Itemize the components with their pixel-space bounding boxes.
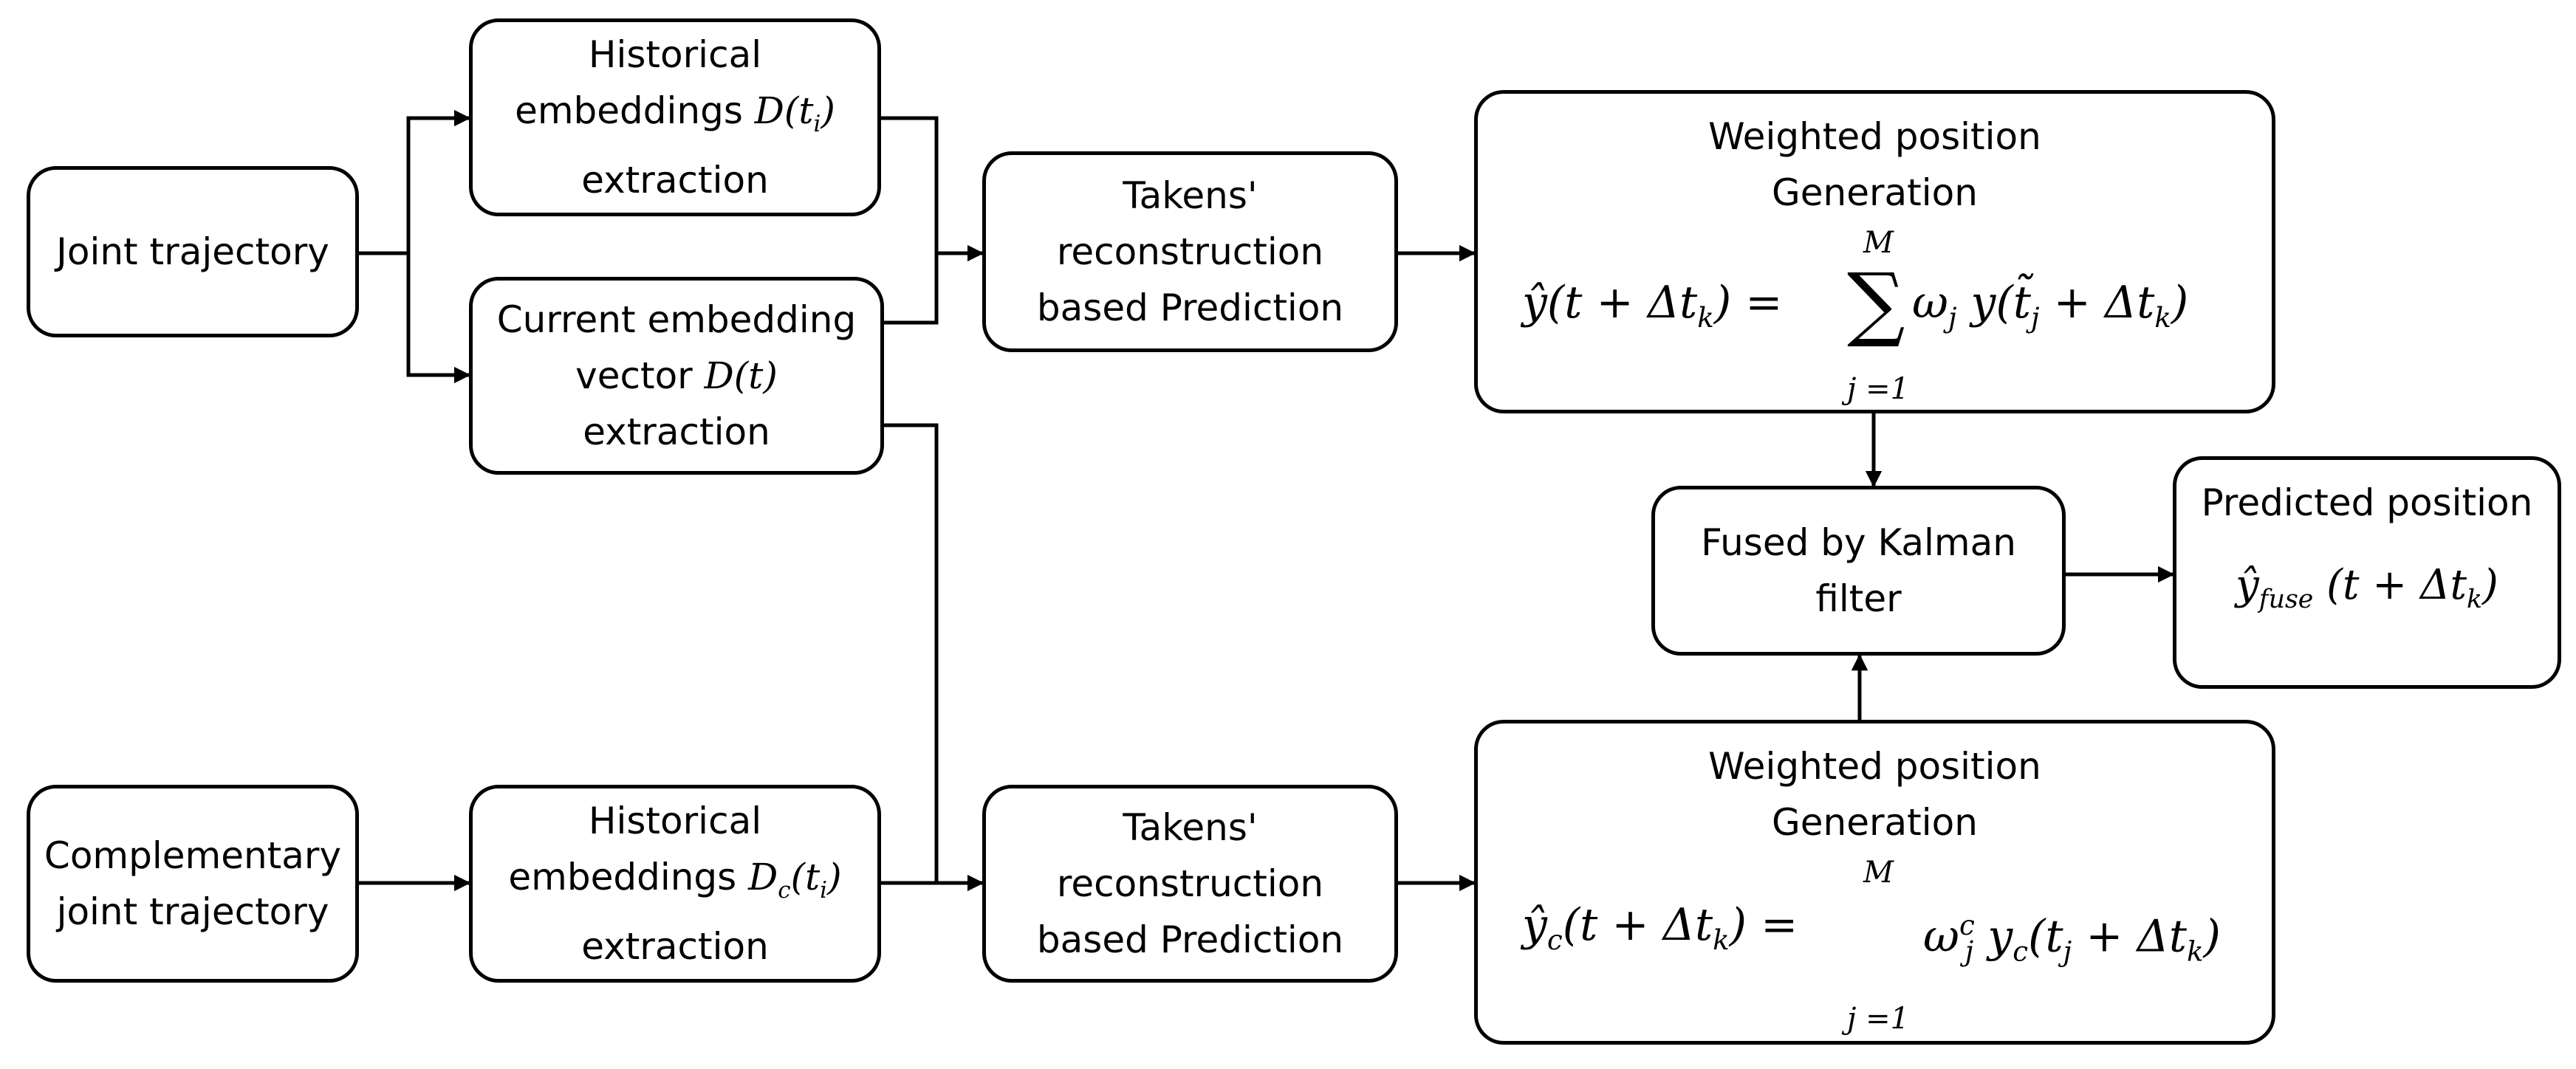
node-joint-trajectory: Joint trajectory — [27, 166, 359, 337]
node-weighted-position: Weighted position Generation M ŷ(t + Δtk… — [1474, 90, 2275, 413]
arrow-historical-to-takens-top — [881, 116, 984, 262]
weighted-formula: ŷ(t + Δtk) = — [1522, 277, 1783, 334]
current-embedding-formula: vector D(t) — [575, 354, 778, 397]
node-predicted-position: Predicted position ŷfuse (t + Δtk) — [2173, 456, 2561, 689]
predicted-formula: ŷfuse (t + Δtk) — [2236, 561, 2498, 615]
node-historical-embeddings: Historical embeddings D(ti) extraction — [469, 18, 881, 216]
arrow-joint-to-current — [406, 253, 471, 384]
line-current-to-takens-bottom — [884, 423, 939, 883]
arrow-joint-to-historical — [359, 109, 471, 255]
sum-lower-limit-complementary: j =1 — [1847, 1002, 1910, 1036]
node-weighted-position-complementary: Weighted position Generation M ŷc(t + Δt… — [1474, 720, 2275, 1045]
weighted-formula-complementary-rhs: ωcj yc(tj + Δtk) — [1923, 909, 2221, 968]
node-takens-prediction: Takens' reconstruction based Prediction — [982, 151, 1398, 352]
weighted-formula-rhs: ωj y(t̃j + Δtk) — [1912, 277, 2189, 334]
sum-symbol: ∑ — [1847, 255, 1905, 350]
sum-lower-limit: j =1 — [1847, 372, 1910, 406]
node-kalman-filter: Fused by Kalman filter — [1651, 486, 2066, 656]
sum-upper-limit-complementary: M — [1863, 856, 1894, 890]
node-takens-prediction-complementary: Takens' reconstruction based Prediction — [982, 785, 1398, 983]
weighted-formula-complementary: ŷc(t + Δtk) = — [1522, 899, 1798, 957]
sum-upper-limit: M — [1863, 226, 1894, 260]
historical-embeddings-formula: embeddings D(ti) — [515, 89, 835, 137]
node-current-embedding: Current embedding vector D(t) extraction — [469, 277, 884, 475]
line-current-to-takens-top — [884, 253, 939, 325]
node-historical-embeddings-complementary: Historical embeddings Dc(ti) extraction — [469, 785, 881, 983]
node-complementary-trajectory: Complementary joint trajectory — [27, 785, 359, 983]
historical-embeddings-complementary-formula: embeddings Dc(ti) — [508, 856, 842, 904]
